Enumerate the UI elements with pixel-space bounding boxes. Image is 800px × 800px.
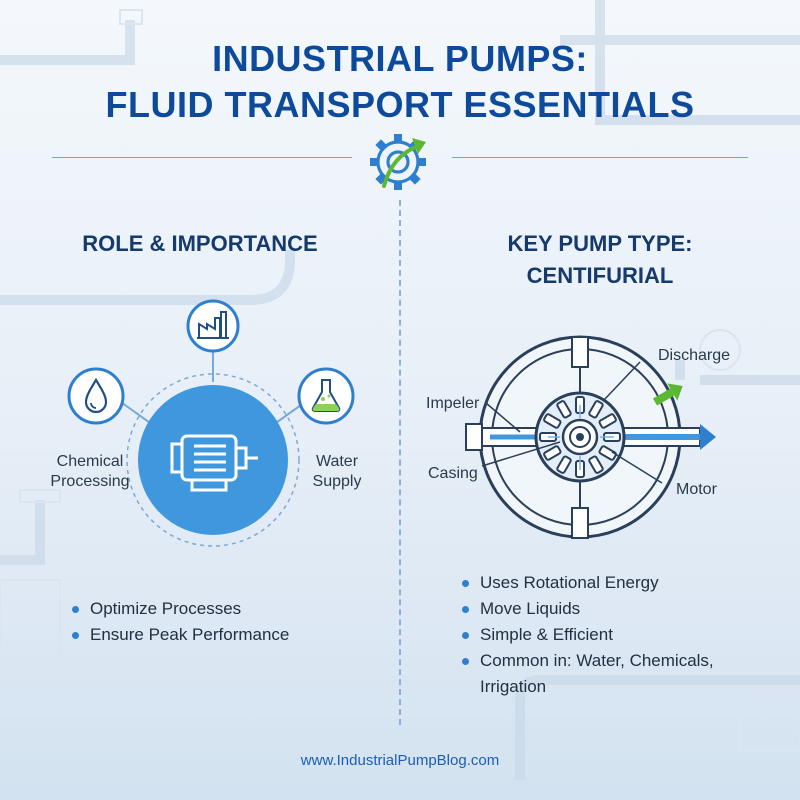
pump-cross-section <box>465 335 716 539</box>
flask-icon <box>297 367 355 425</box>
motor-label: Motor <box>676 481 717 498</box>
motor-icon <box>170 434 258 492</box>
section-divider <box>399 200 401 725</box>
pump-type-bullet-list: Uses Rotational Energy Move Liquids Simp… <box>458 570 778 700</box>
centrifugal-pump-diagram: Discharge Impeler Casing Motor <box>420 330 780 560</box>
title-rule-left <box>52 157 352 158</box>
title-rule-right <box>452 157 748 158</box>
factory-icon <box>186 299 240 353</box>
water-drop-icon <box>67 367 125 425</box>
water-supply-label: Water Supply <box>312 453 362 490</box>
role-importance-heading: ROLE & IMPORTANCE <box>82 231 318 256</box>
list-item: Common in: Water, Chemicals,Irrigation <box>458 648 778 700</box>
pump-type-heading: KEY PUMP TYPE: CENTIFURIAL <box>507 231 693 288</box>
title-line-1: INDUSTRIAL PUMPS: <box>212 38 588 79</box>
casing-label: Casing <box>428 465 478 482</box>
discharge-label: Discharge <box>658 347 731 364</box>
list-item: Optimize Processes <box>68 596 388 622</box>
list-item: Simple & Efficient <box>458 622 778 648</box>
impeller-label: Impeler <box>426 395 480 412</box>
chemical-processing-label: Chemical Processing <box>50 453 130 490</box>
list-item: Uses Rotational Energy <box>458 570 778 596</box>
role-bullet-list: Optimize Processes Ensure Peak Performan… <box>68 596 388 648</box>
list-item: Move Liquids <box>458 596 778 622</box>
footer-url[interactable]: www.IndustrialPumpBlog.com <box>300 752 500 769</box>
title-line-2: FLUID TRANSPORT ESSENTIALS <box>105 84 695 125</box>
role-diagram: Chemical Processing Water Supply <box>40 290 380 560</box>
gear-arrow-icon <box>370 134 426 190</box>
list-item: Ensure Peak Performance <box>68 622 388 648</box>
page-title: INDUSTRIAL PUMPS: FLUID TRANSPORT ESSENT… <box>0 36 800 128</box>
